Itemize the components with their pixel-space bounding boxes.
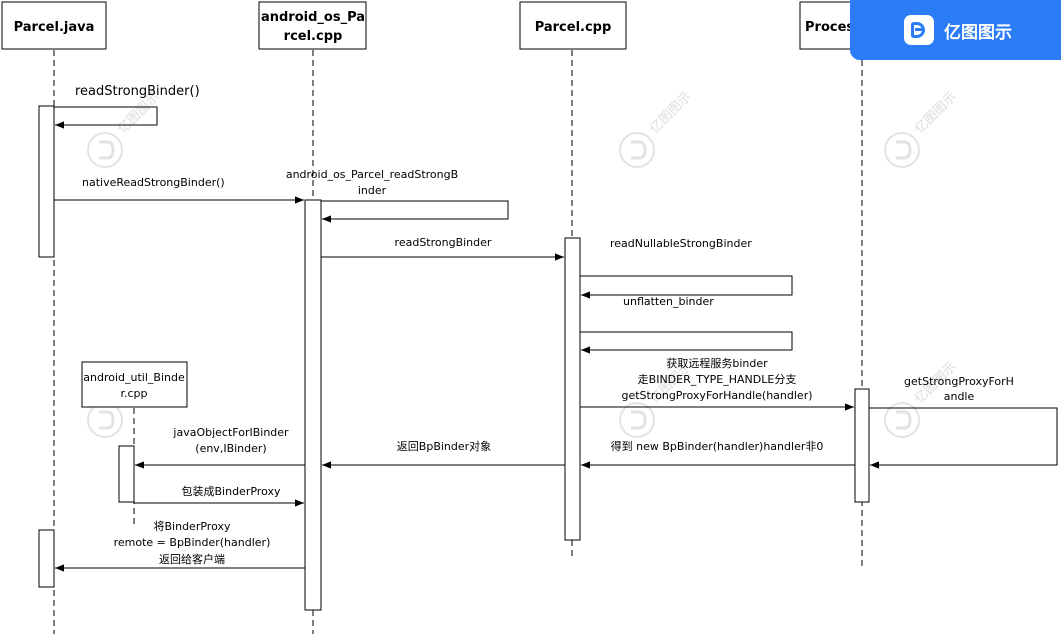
message-label: inder — [358, 184, 387, 197]
participant-android-os-parcel: android_os_Pa rcel.cpp — [258, 1, 367, 50]
activation-bar — [38, 105, 55, 258]
activation-bar — [854, 388, 870, 503]
message-label: remote = BpBinder(handler) — [114, 536, 271, 549]
message-label: andle — [944, 390, 975, 403]
watermark-layer: 亿图图示 亿图图示 亿图图示 亿图图示 亿图图示 亿图图示 — [87, 89, 960, 438]
message-label: 包装成BinderProxy — [182, 485, 281, 498]
watermark-text: 亿图图示 — [647, 89, 694, 136]
message-arrow — [580, 331, 793, 354]
message-label: nativeReadStrongBinder() — [82, 176, 225, 189]
message-label: 得到 new BpBinder(handler)handler非0 — [611, 440, 824, 453]
activation-bar — [38, 529, 55, 588]
message-label: getStrongProxyForHandle(handler) — [621, 389, 812, 402]
message-label: (env,IBinder) — [195, 442, 266, 455]
watermark-logo-icon: 亿图图示 — [884, 89, 960, 168]
watermark-logo-icon: 亿图图示 — [87, 89, 163, 168]
participant-parcel-java: Parcel.java — [1, 1, 107, 50]
message-label: android_os_Parcel_readStrongB — [286, 168, 458, 181]
watermark-text: 亿图图示 — [912, 89, 959, 136]
message-label: 返回BpBinder对象 — [397, 439, 491, 453]
participant-label: rcel.cpp — [284, 29, 343, 44]
brand-badge: 亿图图示 — [850, 0, 1061, 60]
participant-parcel-cpp: Parcel.cpp — [519, 1, 627, 50]
participant-label: Parcel.java — [14, 20, 95, 35]
message-label: getStrongProxyForH — [904, 375, 1014, 388]
participant-label: Parcel.cpp — [535, 20, 612, 35]
brand-name: 亿图图示 — [944, 22, 1012, 43]
message-label: 获取远程服务binder — [666, 357, 768, 370]
message-arrow — [580, 275, 793, 299]
message-label: readStrongBinder() — [75, 84, 200, 99]
participant-android-util-binder: android_util_Binde r.cpp — [81, 361, 188, 408]
activation-bar — [564, 237, 581, 541]
message-label: 走BINDER_TYPE_HANDLE分支 — [638, 373, 797, 386]
message-label: 返回给客户端 — [159, 552, 225, 566]
participant-label: android_util_Binde — [83, 371, 185, 384]
participant-label: Proces — [805, 20, 854, 35]
watermark-logo-icon: 亿图图示 — [619, 89, 695, 168]
activation-bar — [304, 199, 322, 611]
message-arrow — [869, 407, 1058, 469]
message-label: unflatten_binder — [623, 295, 714, 308]
edraw-logo-icon — [904, 15, 934, 45]
message-arrow — [321, 200, 509, 223]
activation-bar — [118, 445, 135, 503]
message-arrow — [54, 106, 158, 129]
participant-label: android_os_Pa — [261, 10, 365, 25]
message-label: 将BinderProxy — [154, 520, 231, 533]
message-label: javaObjectForIBinder — [172, 426, 289, 439]
message-label: readStrongBinder — [395, 236, 492, 249]
message-label: readNullableStrongBinder — [610, 237, 752, 250]
participant-label: r.cpp — [120, 387, 147, 400]
